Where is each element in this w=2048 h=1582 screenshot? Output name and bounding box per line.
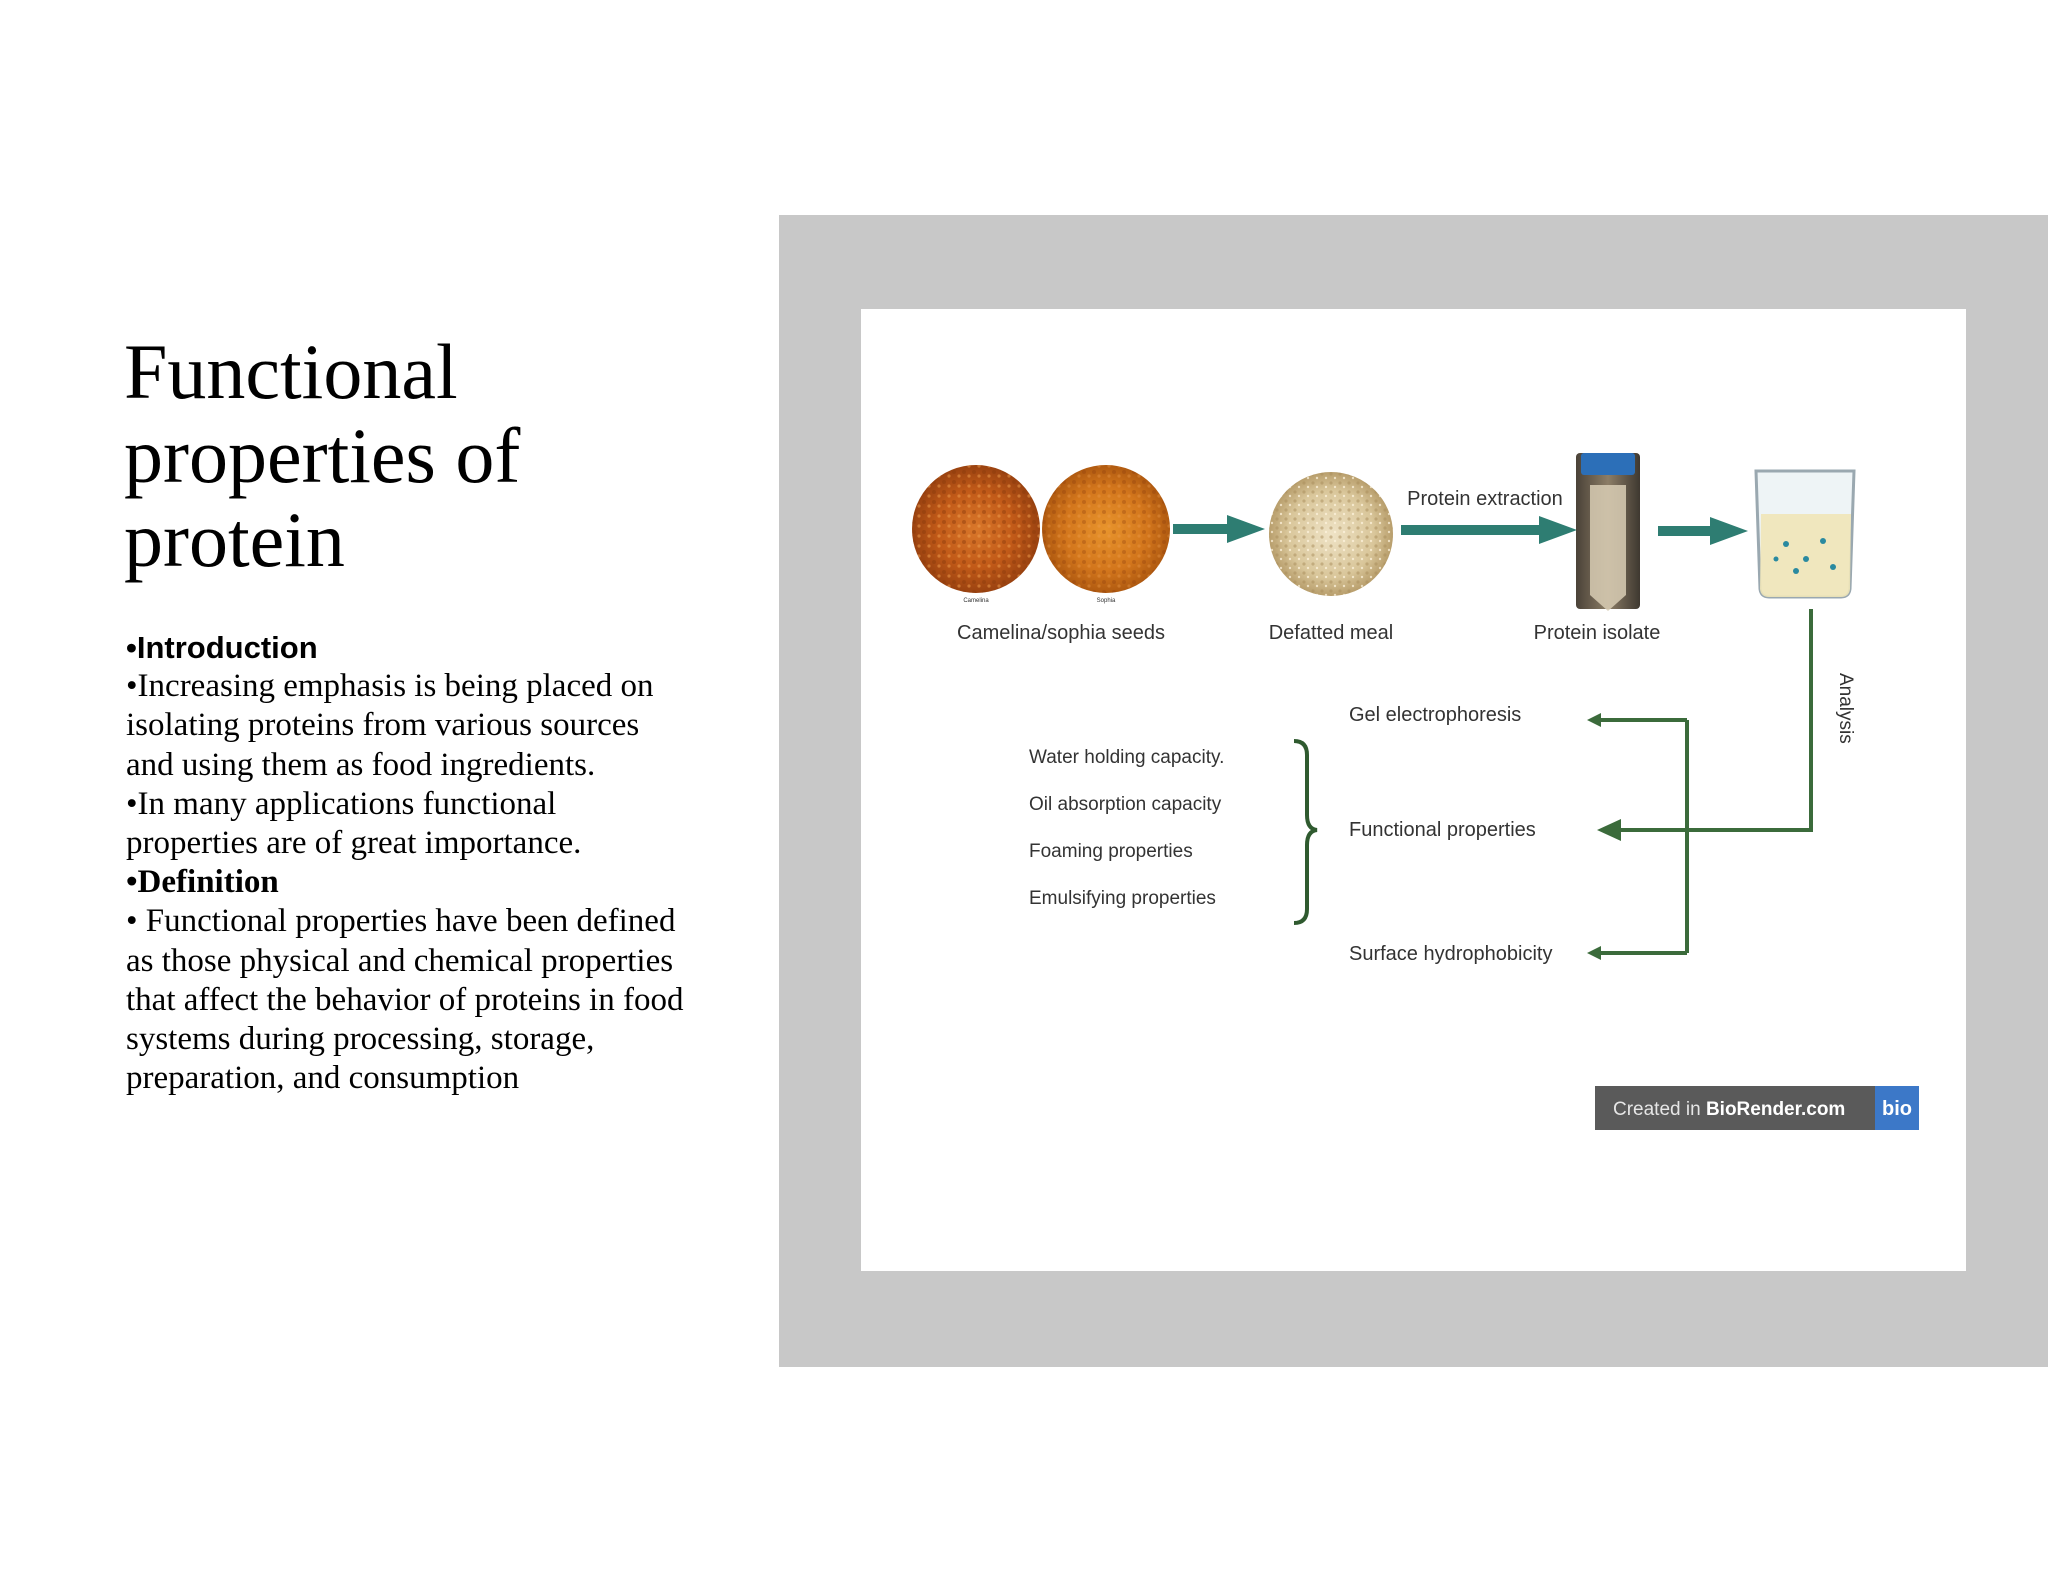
property-item: Foaming properties [1029, 841, 1193, 862]
arrow-seeds-to-meal [1173, 515, 1265, 543]
process-diagram: Camelina Sophia Camelina/sophia seeds De… [861, 309, 1966, 1271]
property-item: Emulsifying properties [1029, 888, 1216, 909]
svg-text:Created in BioRender.com: Created in BioRender.com [1613, 1099, 1845, 1120]
diagram-canvas: Camelina Sophia Camelina/sophia seeds De… [861, 309, 1966, 1271]
slide-title: Functional properties of protein [124, 330, 744, 582]
biorender-badge: Created in BioRender.com bio [1595, 1086, 1919, 1130]
seeds-label: Camelina/sophia seeds [957, 622, 1165, 644]
definition-paragraph: • Functional properties have been define… [126, 902, 686, 1098]
badge-prefix: Created in [1613, 1099, 1706, 1120]
badge-brand: BioRender.com [1706, 1099, 1845, 1120]
intro-heading: •Introduction [126, 628, 686, 667]
slide-body: •Introduction •Increasing emphasis is be… [126, 628, 686, 1098]
analysis-arrowheads [1587, 713, 1621, 960]
camelina-seed-image [912, 465, 1040, 593]
arrow-to-beaker [1658, 517, 1748, 545]
beaker-icon [1756, 471, 1854, 597]
property-item: Oil absorption capacity [1029, 794, 1222, 815]
arrow-extraction [1401, 516, 1577, 544]
protein-isolate-tube-image [1576, 453, 1640, 611]
isolate-label: Protein isolate [1534, 622, 1661, 644]
property-item: Water holding capacity. [1029, 747, 1224, 768]
gel-electrophoresis-label: Gel electrophoresis [1349, 704, 1521, 726]
sophia-small-label: Sophia [1097, 598, 1116, 604]
extraction-label: Protein extraction [1407, 488, 1563, 510]
intro-paragraph-1: •Increasing emphasis is being placed on … [126, 667, 686, 785]
intro-paragraph-2: •In many applications functional propert… [126, 785, 686, 863]
camelina-small-label: Camelina [963, 598, 989, 604]
biorender-logo: bio [1882, 1098, 1912, 1120]
analysis-label: Analysis [1835, 673, 1856, 744]
analysis-connector [1595, 609, 1811, 953]
sophia-seed-image [1042, 465, 1170, 593]
property-brace [1294, 741, 1317, 923]
meal-label: Defatted meal [1269, 622, 1394, 644]
definition-heading: •Definition [126, 863, 686, 902]
defatted-meal-image [1269, 472, 1393, 596]
surface-hydrophobicity-label: Surface hydrophobicity [1349, 943, 1552, 965]
functional-properties-label: Functional properties [1349, 819, 1536, 841]
